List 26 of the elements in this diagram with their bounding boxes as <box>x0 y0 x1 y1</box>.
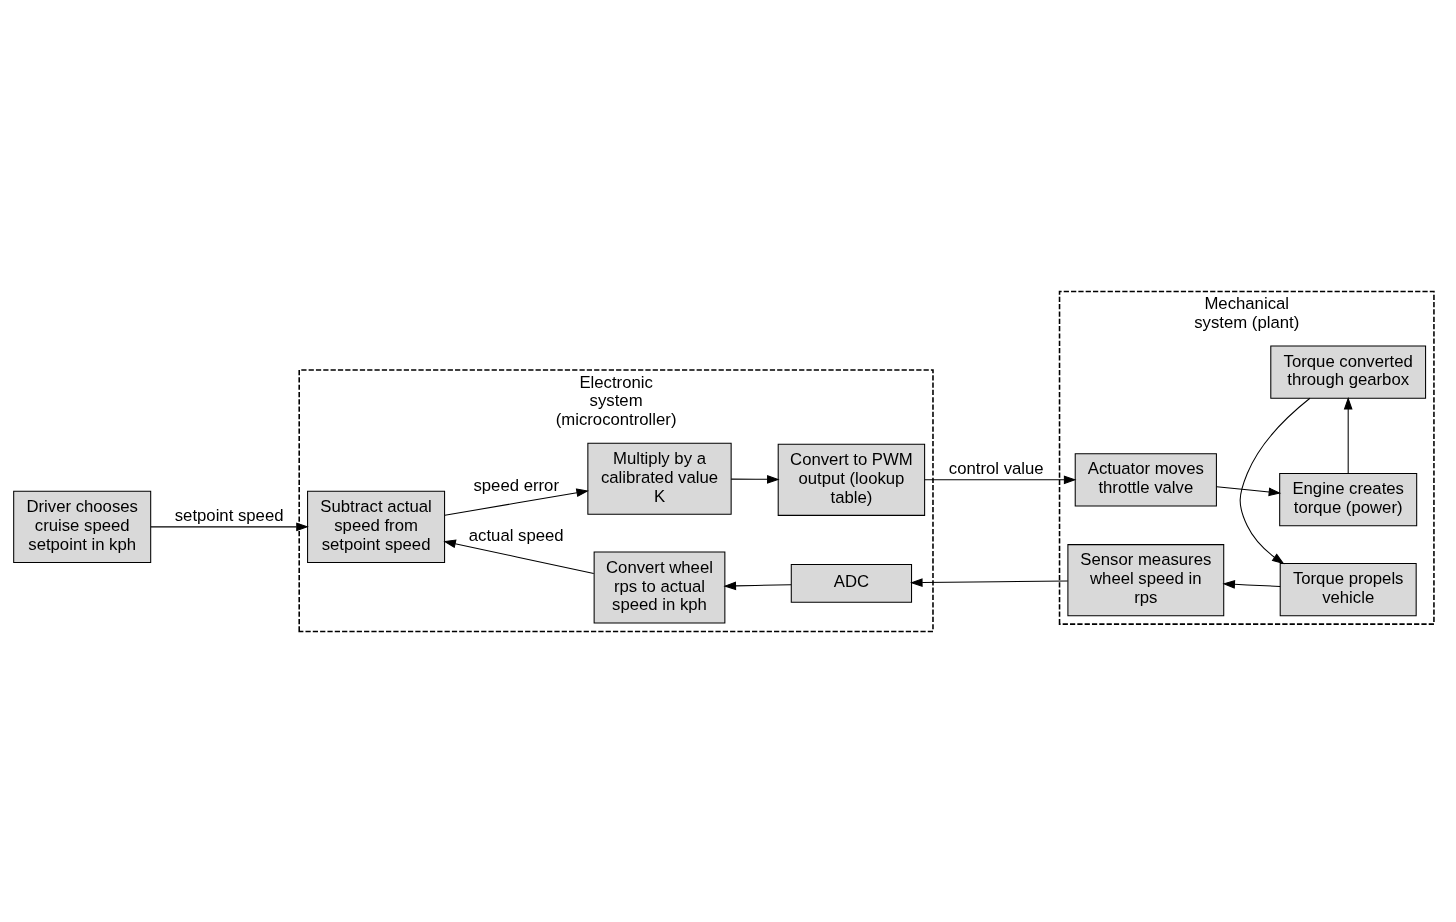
arrow <box>730 474 780 484</box>
node-box: Torque propels vehicle <box>1279 562 1417 616</box>
node-box: ADC <box>790 563 913 603</box>
node-box: Engine creates torque (power) <box>1279 472 1418 526</box>
arrow <box>723 580 792 590</box>
node-box: Convert wheel rps to actual speed in kph <box>593 550 726 624</box>
arrow <box>910 577 1069 587</box>
node-box: Torque converted through gearbox <box>1270 344 1427 399</box>
edge-label: actual speed <box>468 525 564 545</box>
edge-label: control value <box>948 458 1044 478</box>
edge-label: speed error <box>473 475 559 495</box>
node-box: Multiply by a calibrated value K <box>587 442 732 515</box>
node-box: Actuator moves throttle valve <box>1074 452 1217 506</box>
arrow <box>1239 397 1311 564</box>
arrow <box>1216 485 1282 496</box>
node-box: Sensor measures wheel speed in rps <box>1067 543 1225 616</box>
node-box: Subtract actual speed from setpoint speed <box>307 490 446 563</box>
node-box: Driver chooses cruise speed setpoint in kph <box>13 490 152 563</box>
arrow <box>1222 579 1281 589</box>
arrow <box>1343 396 1353 474</box>
edge-label: setpoint speed <box>174 505 284 525</box>
arrow <box>924 474 1077 484</box>
arrow <box>150 521 309 531</box>
node-box: Convert to PWM output (lookup table) <box>777 443 926 516</box>
arrow <box>443 539 595 574</box>
arrow <box>444 487 589 516</box>
